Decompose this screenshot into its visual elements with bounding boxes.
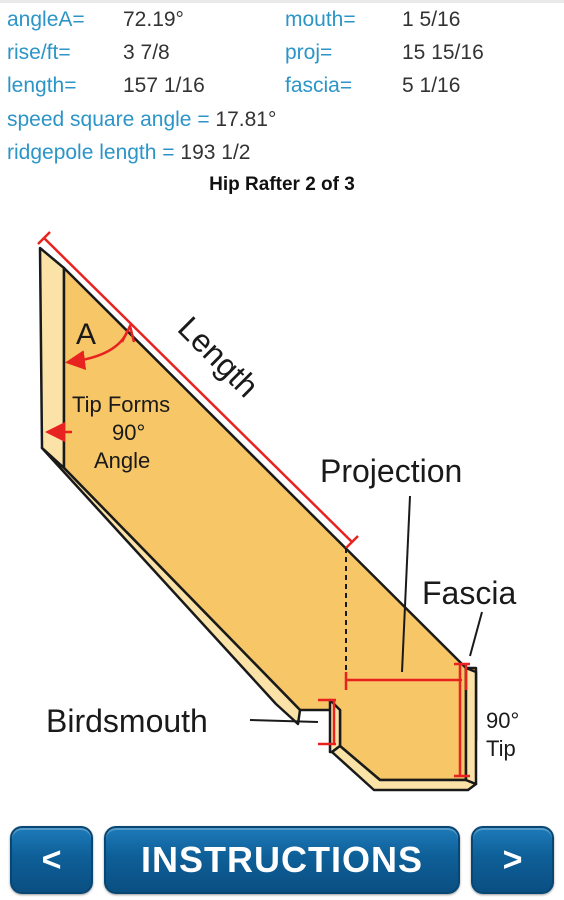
instructions-button[interactable]: INSTRUCTIONS — [104, 826, 460, 894]
birdsmouth-label: Birdsmouth — [46, 703, 208, 739]
tail-right-edge — [464, 666, 478, 786]
length-tick-bottom — [345, 535, 359, 549]
length-tick-top — [37, 231, 51, 245]
projection-label: Projection — [320, 453, 462, 489]
length-value: 157 1/16 — [123, 74, 205, 97]
projection-leader — [401, 495, 411, 673]
fascia-label: fascia= — [285, 74, 353, 97]
angle-a-label: A — [76, 318, 96, 351]
mouth-value: 1 5/16 — [402, 8, 461, 31]
ridgepole-label: ridgepole length = — [7, 141, 181, 164]
length-label: length= — [7, 74, 77, 97]
ridgepole-value: 193 1/2 — [180, 141, 251, 164]
tip90-degree-label: 90° — [486, 708, 519, 733]
angleA-value: 72.19° — [123, 8, 184, 31]
rise-label: rise/ft= — [7, 41, 71, 64]
tip-angle-label: Angle — [94, 448, 150, 473]
speed-square-label: speed square angle = — [7, 108, 216, 131]
length-measure-line — [43, 237, 353, 543]
speed-square-value: 17.81° — [215, 108, 277, 131]
fascia-label: Fascia — [422, 575, 516, 611]
results-row-1: angleA= 72.19° mouth= 1 5/16 — [0, 5, 564, 35]
fascia-value: 5 1/16 — [402, 74, 461, 97]
proj-label: proj= — [285, 41, 333, 64]
ridgepole-row: ridgepole length = 193 1/2 — [7, 138, 250, 168]
rafter-bottom-edge — [40, 446, 302, 726]
tail-bottom-edge — [330, 744, 478, 792]
rise-value: 3 7/8 — [123, 41, 170, 64]
speed-square-row: speed square angle = 17.81° — [7, 105, 276, 135]
mouth-label: mouth= — [285, 8, 356, 31]
next-button[interactable]: > — [471, 826, 554, 894]
rafter-tip-edge — [38, 246, 66, 470]
birdsmouth-leader — [249, 719, 319, 723]
page-title: Hip Rafter 2 of 3 — [209, 174, 355, 195]
angle-arc-arrowhead — [120, 322, 136, 343]
tip-90-label: 90° — [112, 420, 145, 445]
fascia-leader — [469, 611, 483, 657]
results-row-3: length= 157 1/16 fascia= 5 1/16 — [0, 71, 564, 101]
proj-value: 15 15/16 — [402, 41, 484, 64]
angleA-label: angleA= — [7, 8, 85, 31]
top-divider — [0, 0, 564, 3]
prev-button[interactable]: < — [10, 826, 93, 894]
tip-forms-label: Tip Forms — [72, 392, 170, 417]
results-row-2: rise/ft= 3 7/8 proj= 15 15/16 — [0, 38, 564, 68]
tip90-tip-label: Tip — [486, 736, 516, 761]
